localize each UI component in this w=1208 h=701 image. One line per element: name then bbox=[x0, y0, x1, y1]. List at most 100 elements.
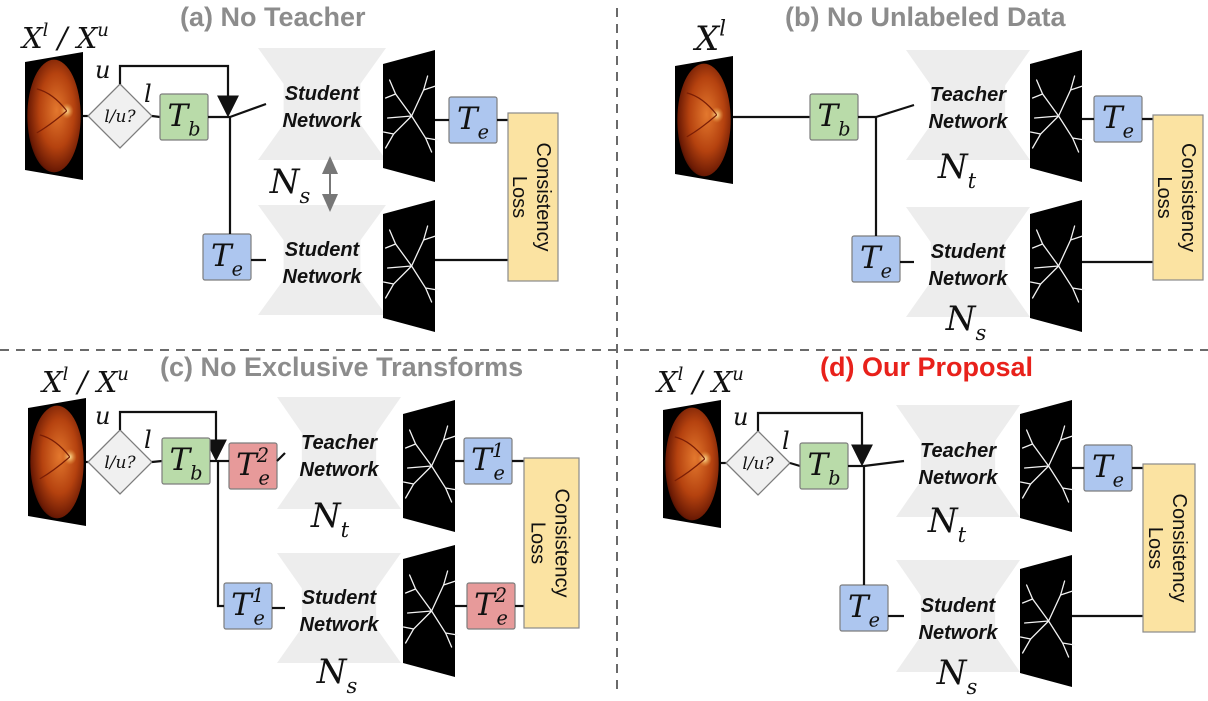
vessel-branch bbox=[384, 93, 397, 99]
vessel-branch bbox=[1031, 243, 1044, 249]
network-hourglass bbox=[896, 405, 1020, 517]
network-name-line1: Student bbox=[285, 83, 361, 105]
decision-label: l/u? bbox=[742, 454, 774, 474]
fundus-image bbox=[28, 398, 86, 526]
network-name-line1: Teacher bbox=[301, 432, 378, 454]
base-transform-label: Tb​ bbox=[170, 442, 203, 484]
vessel-branch bbox=[444, 632, 459, 636]
panel-title: (d) Our Proposal bbox=[820, 352, 1033, 382]
base-transform: Tb​ bbox=[161, 437, 211, 485]
vessel-branch bbox=[1031, 93, 1044, 99]
decision-to-base bbox=[151, 459, 163, 464]
input-label: Xl​ / Xu​ bbox=[655, 364, 744, 399]
fundus-retina bbox=[677, 63, 731, 177]
fundus-vessels bbox=[36, 88, 68, 134]
network-name-line1: Teacher bbox=[920, 440, 997, 462]
network-hourglass bbox=[896, 560, 1020, 672]
branch-u-label: u bbox=[95, 402, 110, 430]
vessel-branch bbox=[386, 115, 413, 119]
branch-u-label: u bbox=[95, 56, 110, 84]
decision-to-base bbox=[789, 461, 801, 468]
network-name-line2: Network bbox=[300, 614, 380, 636]
network-hourglass bbox=[258, 48, 386, 160]
decision-to-base bbox=[151, 114, 161, 119]
junction-to-upper-network bbox=[229, 102, 267, 119]
vessel-branch bbox=[404, 588, 417, 594]
network-name-line2: Network bbox=[283, 266, 363, 288]
decision-label: l/u? bbox=[104, 453, 136, 473]
loss-label: ConsistencyLoss bbox=[1144, 494, 1190, 603]
consistency-loss: ConsistencyLoss bbox=[1142, 463, 1196, 633]
upper-output-mask bbox=[382, 50, 439, 182]
vessel-branch bbox=[406, 465, 433, 469]
vessel-branch bbox=[1029, 281, 1042, 285]
network-name-line1: Student bbox=[285, 239, 361, 261]
vessel-branch bbox=[1033, 265, 1060, 269]
upper-pre-to-network bbox=[276, 452, 286, 462]
lower-network-symbol: Ns​ bbox=[936, 653, 978, 696]
network-name-line2: Network bbox=[300, 459, 380, 481]
vessel-branch bbox=[422, 85, 437, 91]
network-name-line1: Teacher bbox=[930, 84, 1007, 106]
decision-diamond-icon bbox=[87, 83, 153, 149]
network-hourglass bbox=[906, 50, 1030, 160]
branch-l-label: l bbox=[144, 80, 152, 108]
lower-output-mask bbox=[382, 200, 439, 332]
lower-pre-transform-label: Te​ bbox=[860, 240, 892, 282]
fundus-retina bbox=[27, 59, 81, 173]
lower-pre-transform-label: Te​ bbox=[211, 238, 243, 280]
decision-diamond-icon bbox=[725, 430, 791, 496]
fundus-image bbox=[663, 400, 721, 528]
lower-post-transform-label: T2e​ bbox=[474, 584, 508, 629]
loss-label: ConsistencyLoss bbox=[1153, 143, 1199, 252]
network-hourglass bbox=[258, 205, 386, 315]
junction-to-upper-network bbox=[863, 459, 905, 468]
vessel-branch bbox=[402, 626, 415, 630]
network-hourglass bbox=[277, 553, 401, 663]
vessel-branch bbox=[1033, 115, 1060, 119]
lower-pre-transform-label: T1e​ bbox=[231, 584, 265, 629]
base-transform: Tb​ bbox=[799, 442, 849, 490]
vessel-branch bbox=[1019, 636, 1032, 640]
consistency-loss: ConsistencyLoss bbox=[507, 112, 559, 282]
upper-post-transform: Te​ bbox=[448, 96, 498, 144]
panel-title: (a) No Teacher bbox=[180, 2, 366, 32]
loss-box bbox=[1152, 114, 1204, 281]
upper-network-symbol: Nt​ bbox=[927, 501, 967, 547]
input-label: Xl​ / Xu​ bbox=[40, 364, 129, 399]
shared-network-symbol: Ns​ bbox=[269, 162, 311, 208]
upper-post-transform-label: T1e​ bbox=[471, 439, 505, 484]
lower-output-mask bbox=[1019, 555, 1076, 687]
lower-pre-transform-label: Te​ bbox=[848, 589, 880, 631]
fundus-vessels bbox=[674, 436, 706, 482]
vessel-branch bbox=[1071, 137, 1086, 141]
input-label: Xl​ bbox=[692, 16, 726, 59]
vessel-branch bbox=[1069, 235, 1084, 241]
decision-label: l/u? bbox=[104, 107, 136, 127]
vessel-branch bbox=[406, 610, 433, 614]
branch-l-label: l bbox=[782, 427, 790, 455]
fundus-image bbox=[675, 56, 733, 184]
network-name-line2: Network bbox=[283, 110, 363, 132]
vessel-branch bbox=[1023, 620, 1050, 624]
vessel-branch bbox=[1061, 487, 1076, 491]
upper-pre-transform-box bbox=[228, 442, 278, 490]
upper-output-mask bbox=[1019, 400, 1076, 532]
base-transform-label: Tb​ bbox=[168, 98, 201, 140]
lower-pre-transform: T1e​ bbox=[223, 582, 273, 630]
upper-output-mask bbox=[402, 400, 459, 532]
upper-network-symbol: Nt​ bbox=[937, 147, 977, 193]
vessel-branch bbox=[442, 435, 457, 441]
loss-label: ConsistencyLoss bbox=[508, 143, 554, 252]
lower-pre-transform: Te​ bbox=[839, 584, 889, 632]
panel-title: (b) No Unlabeled Data bbox=[785, 2, 1067, 32]
